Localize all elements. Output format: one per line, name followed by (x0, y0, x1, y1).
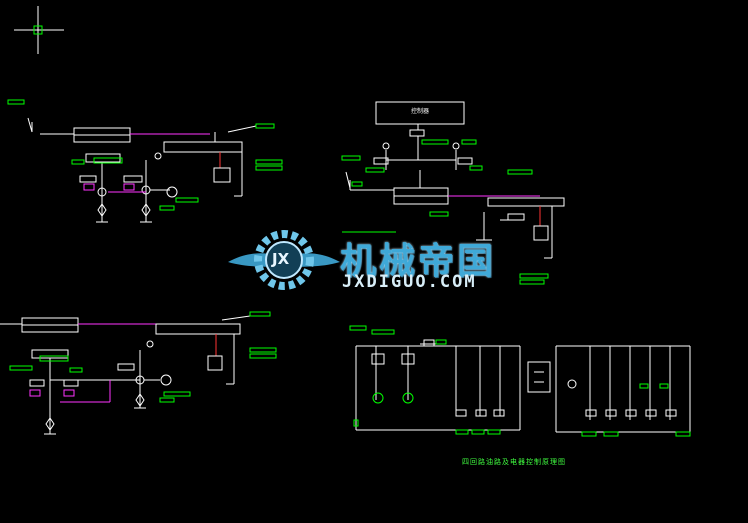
labels-circuit-3 (9, 311, 277, 403)
hydraulic-circuit-3 (0, 315, 251, 435)
drawing-caption: 四回路油路及电器控制原理图 (462, 458, 566, 466)
watermark-logo-letters: JX (272, 250, 290, 268)
jxdiguo-logo-icon (228, 230, 340, 290)
watermark-title: 机械帝国 (340, 241, 497, 282)
ucs-crosshair-icon (14, 6, 64, 54)
watermark-subtitle: JXDIGUO.COM (342, 272, 477, 292)
controller-box-label: 控制器 (410, 108, 429, 115)
watermark-logo: JX (226, 226, 342, 292)
labels-electrical (349, 325, 691, 437)
hydraulic-circuit-1 (27, 117, 257, 223)
labels-circuit-1 (7, 99, 283, 211)
labels-circuit-2 (341, 139, 549, 285)
hydraulic-circuit-2 (345, 101, 565, 259)
